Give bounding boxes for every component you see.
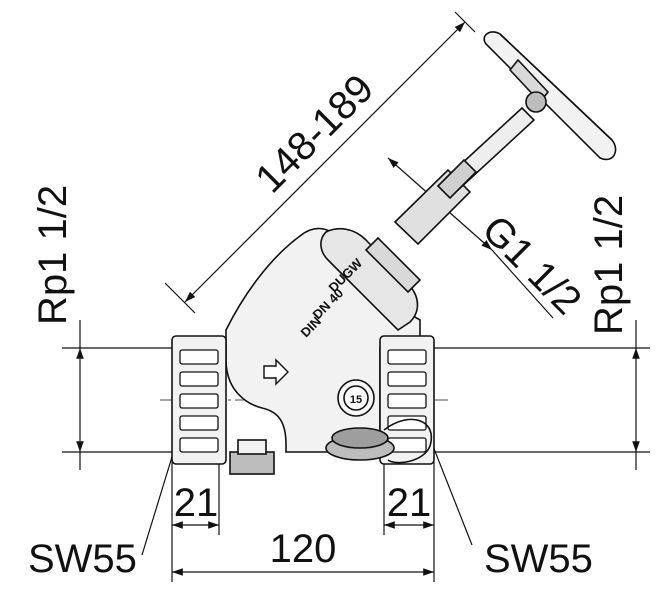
thread-depth-left-label: 21 bbox=[174, 481, 219, 525]
valve-body bbox=[171, 106, 536, 475]
wrench-left-label: SW55 bbox=[28, 537, 137, 581]
diagonal-length-label: 148-189 bbox=[247, 66, 382, 201]
overall-length-label: 120 bbox=[270, 527, 337, 571]
drain-valve[interactable] bbox=[325, 379, 433, 464]
thread-left-label: Rp1 1/2 bbox=[31, 185, 75, 325]
thread-depth-right-label: 21 bbox=[387, 481, 432, 525]
wrench-right-label: SW55 bbox=[484, 537, 593, 581]
handwheel[interactable] bbox=[483, 31, 617, 161]
connector-ribs bbox=[179, 349, 427, 453]
flow-arrow-icon bbox=[263, 358, 289, 386]
cap-number: 15 bbox=[350, 394, 362, 406]
spindle-thread-label: G1 1/2 bbox=[474, 207, 590, 323]
thread-right-label: Rp1 1/2 bbox=[587, 195, 631, 335]
